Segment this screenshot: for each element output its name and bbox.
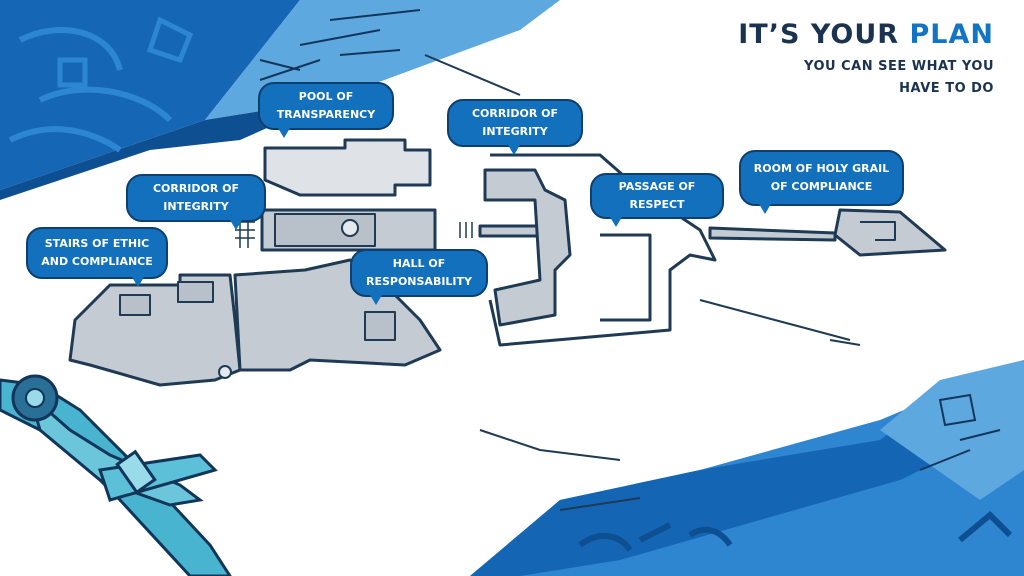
title-accent: PLAN bbox=[909, 19, 994, 50]
floor-plan bbox=[68, 138, 947, 387]
location-pool-of-transparency[interactable]: POOL OF TRANSPARENCY bbox=[258, 82, 394, 138]
drafting-compass-icon bbox=[0, 374, 232, 576]
location-label: STAIRS OF ETHIC AND COMPLIANCE bbox=[41, 237, 153, 268]
page-subtitle: YOU CAN SEE WHAT YOU HAVE TO DO bbox=[738, 56, 994, 100]
location-stairs-of-ethic[interactable]: STAIRS OF ETHIC AND COMPLIANCE bbox=[26, 227, 168, 287]
location-label: ROOM OF HOLY GRAIL OF COMPLIANCE bbox=[753, 162, 890, 193]
location-label: HALL OF RESPONSABILITY bbox=[365, 257, 472, 288]
location-label: CORRIDOR OF INTEGRITY bbox=[471, 107, 559, 138]
headline: IT’S YOUR PLAN YOU CAN SEE WHAT YOU HAVE… bbox=[738, 18, 994, 100]
title-prefix: IT’S YOUR bbox=[738, 19, 900, 50]
location-hall-of-responsability[interactable]: HALL OF RESPONSABILITY bbox=[350, 249, 488, 305]
location-label: POOL OF TRANSPARENCY bbox=[276, 90, 376, 121]
page-title: IT’S YOUR PLAN bbox=[738, 18, 994, 52]
subtitle-line-1: YOU CAN SEE WHAT YOU bbox=[804, 59, 994, 74]
location-corridor-of-integrity-left[interactable]: CORRIDOR OF INTEGRITY bbox=[126, 174, 266, 230]
location-passage-of-respect[interactable]: PASSAGE OF RESPECT bbox=[590, 173, 724, 227]
location-label: PASSAGE OF RESPECT bbox=[618, 180, 696, 211]
location-corridor-of-integrity-top[interactable]: CORRIDOR OF INTEGRITY bbox=[447, 99, 583, 155]
location-label: CORRIDOR OF INTEGRITY bbox=[152, 182, 240, 213]
paper-lines bbox=[424, 54, 861, 511]
subtitle-line-2: HAVE TO DO bbox=[899, 81, 994, 96]
blueprint-sheet-bottom-right bbox=[470, 360, 1024, 576]
location-room-of-holy-grail[interactable]: ROOM OF HOLY GRAIL OF COMPLIANCE bbox=[739, 150, 904, 214]
